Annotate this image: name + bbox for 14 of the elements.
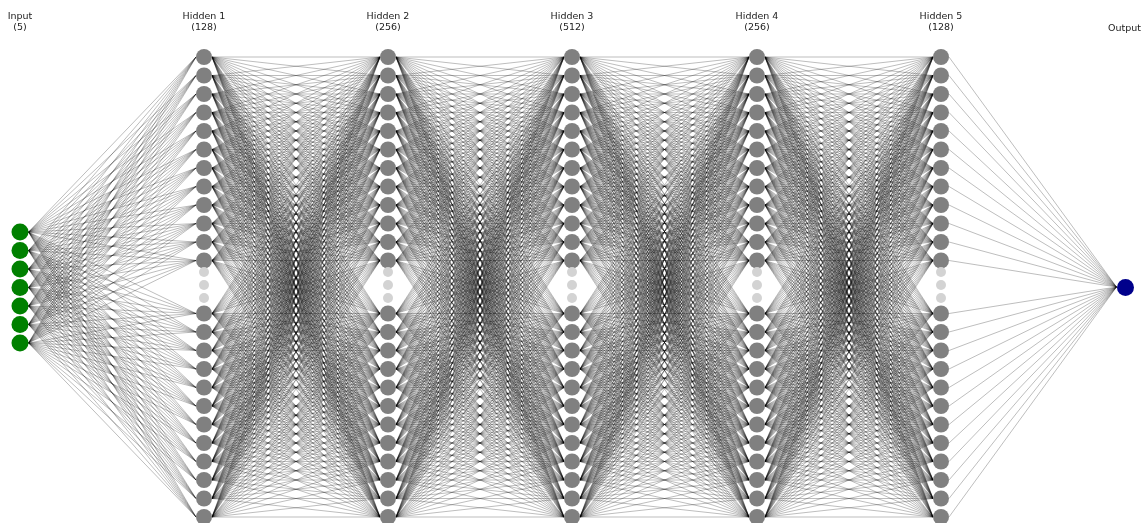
layer-label: Hidden 2 (256)	[365, 10, 411, 32]
layer-label: Hidden 4 (256)	[734, 10, 780, 32]
layer-label: Hidden 5 (128)	[918, 10, 964, 32]
connection-lines	[579, 56, 750, 518]
output-neuron	[1115, 277, 1135, 297]
connection-lines	[211, 56, 381, 518]
layer-label: Output	[1108, 22, 1141, 33]
connection-lines	[395, 56, 565, 518]
layer-label: Input (5)	[6, 10, 34, 32]
connection-lines	[28, 56, 197, 518]
layer-label: Hidden 1 (128)	[181, 10, 227, 32]
connection-lines	[948, 56, 1117, 518]
layer-label: Hidden 3 (512)	[549, 10, 595, 32]
connection-lines	[764, 56, 934, 518]
